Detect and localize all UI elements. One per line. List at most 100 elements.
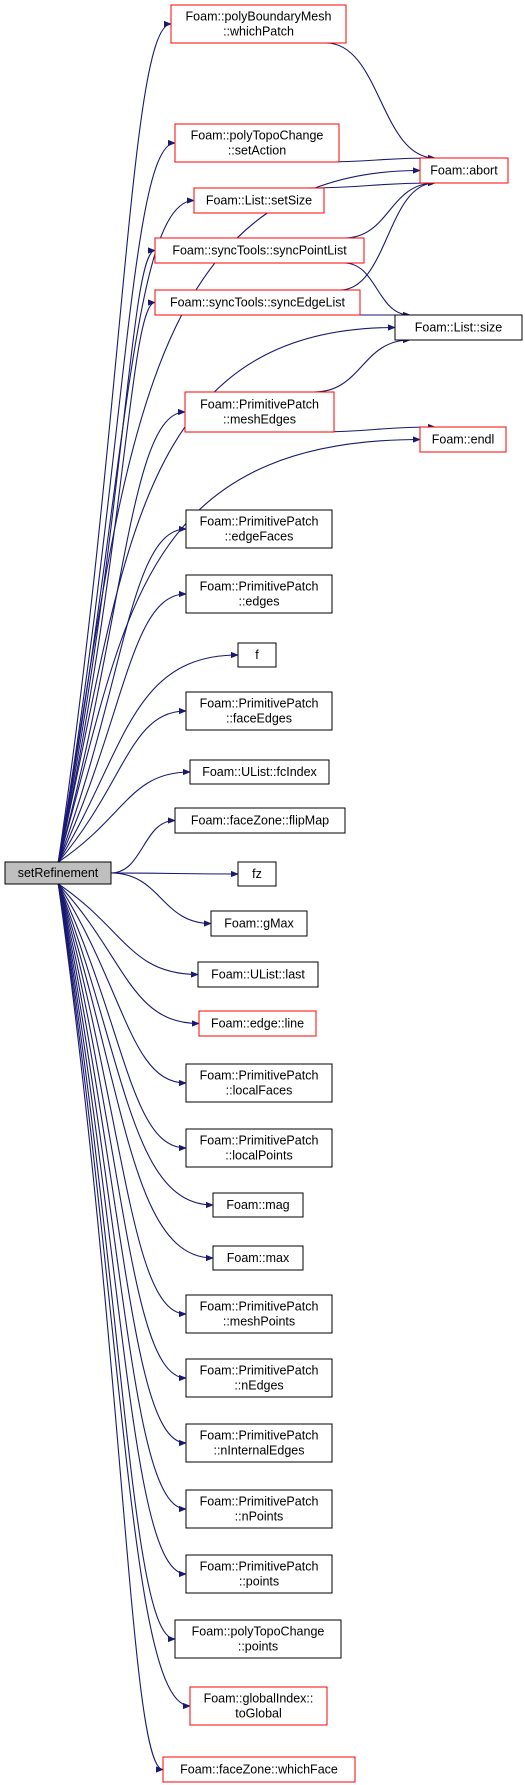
edge-root-to-fcIndex xyxy=(57,768,191,863)
node-localFaces[interactable]: Foam::PrimitivePatch::localFaces xyxy=(185,1063,333,1103)
node-label: Foam::PrimitivePatch xyxy=(200,1300,319,1314)
node-setSize[interactable]: Foam::List::setSize xyxy=(193,187,325,214)
node-endl[interactable]: Foam::endl xyxy=(419,426,507,453)
edge-root-to-meshEdges xyxy=(57,408,186,863)
node-box xyxy=(189,759,330,785)
edge-whichPatch-to-abort xyxy=(325,42,436,162)
node-label: Foam::List::setSize xyxy=(206,194,312,208)
node-box xyxy=(174,807,346,834)
node-label: Foam::UList::last xyxy=(211,968,305,982)
node-label: ::nEdges xyxy=(234,1379,283,1393)
node-label: ::nInternalEdges xyxy=(213,1444,304,1458)
node-label: Foam::List::size xyxy=(415,321,503,335)
node-box xyxy=(162,1756,356,1783)
node-line[interactable]: Foam::edge::line xyxy=(198,1010,317,1037)
node-box xyxy=(419,426,507,453)
node-label: setRefinement xyxy=(18,866,99,880)
node-box xyxy=(193,187,325,214)
edge-root-to-line xyxy=(57,883,200,1027)
node-edgeFaces[interactable]: Foam::PrimitivePatch::edgeFaces xyxy=(185,509,333,549)
node-box xyxy=(185,1358,333,1398)
node-label: ::faceEdges xyxy=(226,712,292,726)
edge-root-to-last xyxy=(57,883,199,978)
node-label: Foam::PrimitivePatch xyxy=(200,1364,319,1378)
edge-root-to-f xyxy=(57,651,239,863)
node-syncPointList[interactable]: Foam::syncTools::syncPointList xyxy=(154,237,365,264)
edge-root-to-toGlobal xyxy=(57,883,191,1710)
node-abort[interactable]: Foam::abort xyxy=(419,157,509,184)
node-f[interactable]: f xyxy=(237,642,277,668)
node-label: Foam::polyTopoChange xyxy=(192,1625,325,1639)
node-whichFace[interactable]: Foam::faceZone::whichFace xyxy=(162,1756,356,1783)
node-label: Foam::PrimitivePatch xyxy=(200,1069,319,1083)
edge-syncEdgeList-to-abort xyxy=(339,179,436,291)
node-fz[interactable]: fz xyxy=(237,861,277,887)
node-label: Foam::syncTools::syncPointList xyxy=(172,244,347,258)
node-faceEdges[interactable]: Foam::PrimitivePatch::faceEdges xyxy=(185,691,333,731)
edge-root-to-meshPoints xyxy=(57,883,187,1318)
node-label: Foam::PrimitivePatch xyxy=(200,580,319,594)
edge-root-to-edges xyxy=(57,590,187,863)
edge-root-to-syncEdgeList xyxy=(57,299,156,863)
node-box xyxy=(184,391,335,433)
node-setAction[interactable]: Foam::polyTopoChange::setAction xyxy=(174,123,340,163)
node-mag[interactable]: Foam::mag xyxy=(212,1192,304,1218)
node-edges[interactable]: Foam::PrimitivePatch::edges xyxy=(185,574,333,614)
node-label: toGlobal xyxy=(235,1707,282,1721)
node-ptcPoints[interactable]: Foam::polyTopoChange::points xyxy=(174,1619,342,1659)
edge-syncPointList-to-abort xyxy=(343,179,436,239)
node-box xyxy=(198,1010,317,1037)
node-box xyxy=(197,961,319,988)
node-points[interactable]: Foam::PrimitivePatch::points xyxy=(185,1554,333,1594)
node-meshPoints[interactable]: Foam::PrimitivePatch::meshPoints xyxy=(185,1294,333,1334)
node-box xyxy=(237,861,277,887)
node-label: Foam::PrimitivePatch xyxy=(200,398,319,412)
node-label: ::edges xyxy=(238,595,279,609)
node-last[interactable]: Foam::UList::last xyxy=(197,961,319,988)
edge-root-to-flipMap xyxy=(110,817,176,874)
node-label: Foam::polyTopoChange xyxy=(191,129,324,143)
node-box xyxy=(237,642,277,668)
node-label: f xyxy=(255,648,259,662)
node-label: ::meshEdges xyxy=(223,413,296,427)
node-label: Foam::UList::fcIndex xyxy=(202,765,317,779)
node-label: Foam::edge::line xyxy=(211,1017,304,1031)
node-flipMap[interactable]: Foam::faceZone::flipMap xyxy=(174,807,346,834)
edge-root-to-edgeFaces xyxy=(57,525,187,863)
edge-root-to-nInternalEdges xyxy=(57,883,187,1447)
node-label: Foam::PrimitivePatch xyxy=(200,515,319,529)
node-box xyxy=(185,691,333,731)
node-box xyxy=(170,4,347,44)
node-syncEdgeList[interactable]: Foam::syncTools::syncEdgeList xyxy=(154,289,361,316)
node-toGlobal[interactable]: Foam::globalIndex::toGlobal xyxy=(189,1686,328,1726)
node-label: ::meshPoints xyxy=(223,1315,295,1329)
edge-root-to-whichPatch xyxy=(57,20,172,863)
node-box xyxy=(185,1294,333,1334)
node-nInternalEdges[interactable]: Foam::PrimitivePatch::nInternalEdges xyxy=(185,1423,333,1463)
node-whichPatch[interactable]: Foam::polyBoundaryMesh::whichPatch xyxy=(170,4,347,44)
edge-root-to-mag xyxy=(57,883,214,1209)
node-nPoints[interactable]: Foam::PrimitivePatch::nPoints xyxy=(185,1489,333,1529)
node-box xyxy=(154,289,361,316)
node-fcIndex[interactable]: Foam::UList::fcIndex xyxy=(189,759,330,785)
node-gMax[interactable]: Foam::gMax xyxy=(210,910,308,937)
node-box xyxy=(212,1192,304,1218)
node-setRefinement[interactable]: setRefinement xyxy=(4,861,112,885)
edge-root-to-syncPointList xyxy=(57,247,156,863)
node-box xyxy=(185,1423,333,1463)
node-box xyxy=(185,574,333,614)
node-max[interactable]: Foam::max xyxy=(212,1245,304,1271)
edge-root-to-listSize xyxy=(57,324,396,863)
edge-root-to-nEdges xyxy=(57,883,187,1382)
node-listSize[interactable]: Foam::List::size xyxy=(394,314,523,341)
node-nEdges[interactable]: Foam::PrimitivePatch::nEdges xyxy=(185,1358,333,1398)
nodes-layer: setRefinement Foam::polyBoundaryMesh::whi… xyxy=(4,4,523,1783)
node-meshEdges[interactable]: Foam::PrimitivePatch::meshEdges xyxy=(184,391,335,433)
edge-root-to-localFaces xyxy=(57,883,187,1087)
node-localPoints[interactable]: Foam::PrimitivePatch::localPoints xyxy=(185,1128,333,1168)
edge-root-to-faceEdges xyxy=(57,707,187,863)
node-label: Foam::PrimitivePatch xyxy=(200,1134,319,1148)
edge-root-to-gMax xyxy=(110,872,212,927)
edge-meshEdges-to-listSize xyxy=(313,336,411,393)
